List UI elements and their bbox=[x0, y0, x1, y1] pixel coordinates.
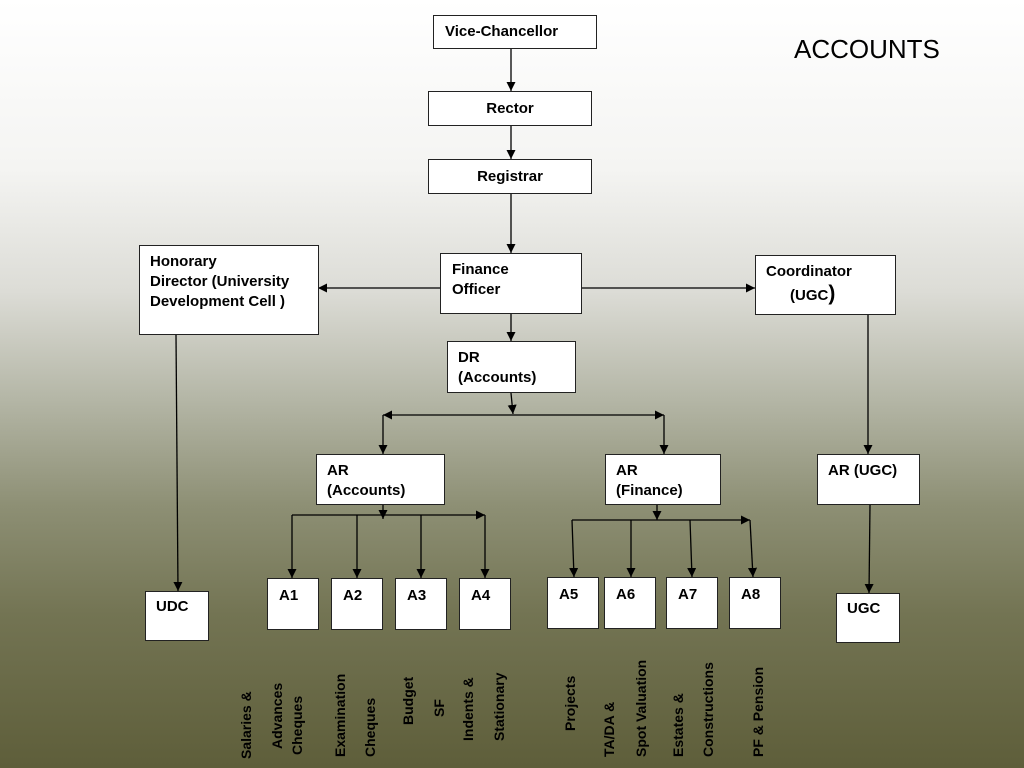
box-a3: A3 bbox=[395, 578, 447, 630]
box-ar-accounts: AR (Accounts) bbox=[316, 454, 445, 505]
label-vice-chancellor: Vice-Chancellor bbox=[445, 23, 559, 40]
arrow-bus-a5 bbox=[569, 519, 579, 578]
duty-a1-line3: Cheques bbox=[289, 695, 305, 755]
box-ar-ugc: AR (UGC) bbox=[817, 454, 920, 505]
label-a1: A1 bbox=[279, 587, 299, 604]
arrow-director-udc bbox=[173, 334, 183, 592]
label-coordinator: Coordinator bbox=[766, 263, 852, 280]
duty-a2-line2: Cheques bbox=[362, 697, 378, 757]
label-a3: A3 bbox=[407, 587, 427, 604]
label-rector: Rector bbox=[486, 100, 534, 117]
label-dr-accounts: DR (Accounts) bbox=[458, 349, 537, 386]
label-ugc: UGC bbox=[847, 600, 881, 617]
label-coordinator-paren: ) bbox=[828, 282, 836, 305]
page-title: ACCOUNTS bbox=[794, 34, 940, 64]
box-a6: A6 bbox=[604, 577, 656, 629]
label-coordinator-ugc: (UGC bbox=[790, 287, 829, 304]
box-coordinator: Coordinator (UGC) bbox=[755, 255, 896, 315]
duty-a3-line1: Budget bbox=[400, 676, 416, 725]
box-rector: Rector bbox=[428, 91, 592, 126]
duty-a6-line1: TA/DA & bbox=[601, 701, 617, 757]
label-a6: A6 bbox=[616, 586, 636, 603]
box-honorary-director: Honorary Director (University Developmen… bbox=[139, 245, 319, 335]
label-a8: A8 bbox=[741, 586, 761, 603]
label-honorary-director: Honorary Director (University Developmen… bbox=[150, 253, 290, 310]
box-vice-chancellor: Vice-Chancellor bbox=[433, 15, 597, 49]
duty-a4-line2: Stationary bbox=[491, 672, 507, 741]
duty-a1-line2: Advances bbox=[269, 682, 285, 749]
duty-a7-line2: Constructions bbox=[700, 662, 716, 757]
label-ar-ugc: AR (UGC) bbox=[828, 462, 898, 479]
box-dr-accounts: DR (Accounts) bbox=[447, 341, 576, 393]
box-a5: A5 bbox=[547, 577, 599, 629]
label-ar-finance: AR (Finance) bbox=[616, 462, 683, 499]
arrow-arugc-ugc bbox=[864, 504, 874, 594]
box-a4: A4 bbox=[459, 578, 511, 630]
duty-a1-line1: Salaries & bbox=[238, 691, 254, 759]
box-ugc: UGC bbox=[836, 593, 900, 643]
arrow-bus-a7 bbox=[687, 519, 697, 578]
label-finance-officer: Finance Officer bbox=[452, 261, 509, 298]
label-registrar: Registrar bbox=[477, 168, 543, 185]
box-a1: A1 bbox=[267, 578, 319, 630]
duty-a7-line1: Estates & bbox=[670, 693, 686, 757]
arrow-bus-a8 bbox=[747, 519, 758, 578]
duty-a5-line1: Projects bbox=[562, 675, 578, 731]
label-a7: A7 bbox=[678, 586, 698, 603]
duty-a3-line2: SF bbox=[431, 699, 447, 717]
box-finance-officer: Finance Officer bbox=[440, 253, 582, 314]
box-a8: A8 bbox=[729, 577, 781, 629]
label-ar-accounts: AR (Accounts) bbox=[327, 462, 406, 499]
box-ar-finance: AR (Finance) bbox=[605, 454, 721, 505]
box-a2: A2 bbox=[331, 578, 383, 630]
label-a4: A4 bbox=[471, 587, 491, 604]
duty-a4-line1: Indents & bbox=[460, 677, 476, 741]
duty-a6-line2: Spot Valuation bbox=[633, 659, 649, 757]
box-udc: UDC bbox=[145, 591, 209, 641]
box-registrar: Registrar bbox=[428, 159, 592, 194]
label-a2: A2 bbox=[343, 587, 363, 604]
duty-a8-line1: PF & Pension bbox=[750, 666, 766, 757]
label-a5: A5 bbox=[559, 586, 579, 603]
duty-a2-line1: Examination bbox=[332, 673, 348, 757]
box-a7: A7 bbox=[666, 577, 718, 629]
label-udc: UDC bbox=[156, 598, 189, 615]
arrow-dr-split bbox=[507, 392, 517, 415]
